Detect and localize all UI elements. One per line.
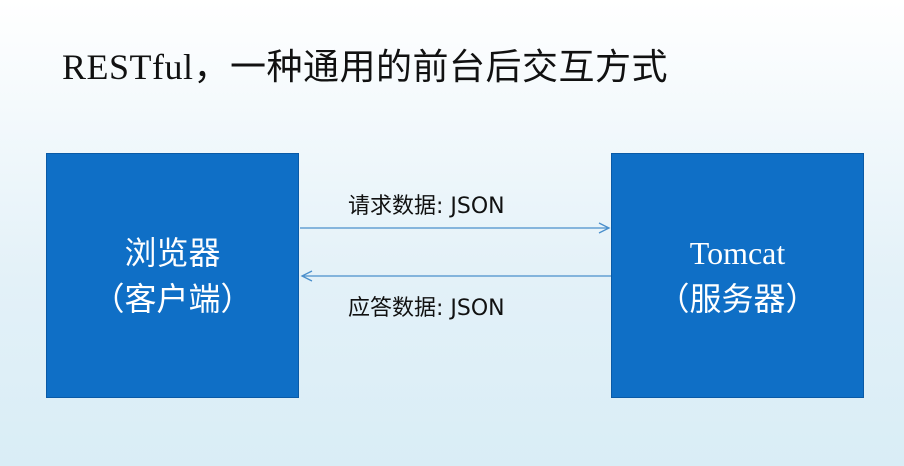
server-name: Tomcat [689, 234, 786, 271]
server-role: （服务器） [657, 280, 818, 317]
request-label: 请求数据: JSON [348, 194, 505, 219]
server-box: Tomcat （服务器） [611, 153, 864, 398]
client-name: 浏览器 [124, 234, 221, 271]
client-box: 浏览器 （客户端） [46, 153, 299, 398]
slide-title: RESTful，一种通用的前台后交互方式 [62, 47, 669, 87]
client-role: （客户端） [92, 280, 253, 317]
response-label: 应答数据: JSON [348, 296, 505, 321]
response-arrow [300, 270, 611, 282]
request-arrow [300, 222, 611, 234]
